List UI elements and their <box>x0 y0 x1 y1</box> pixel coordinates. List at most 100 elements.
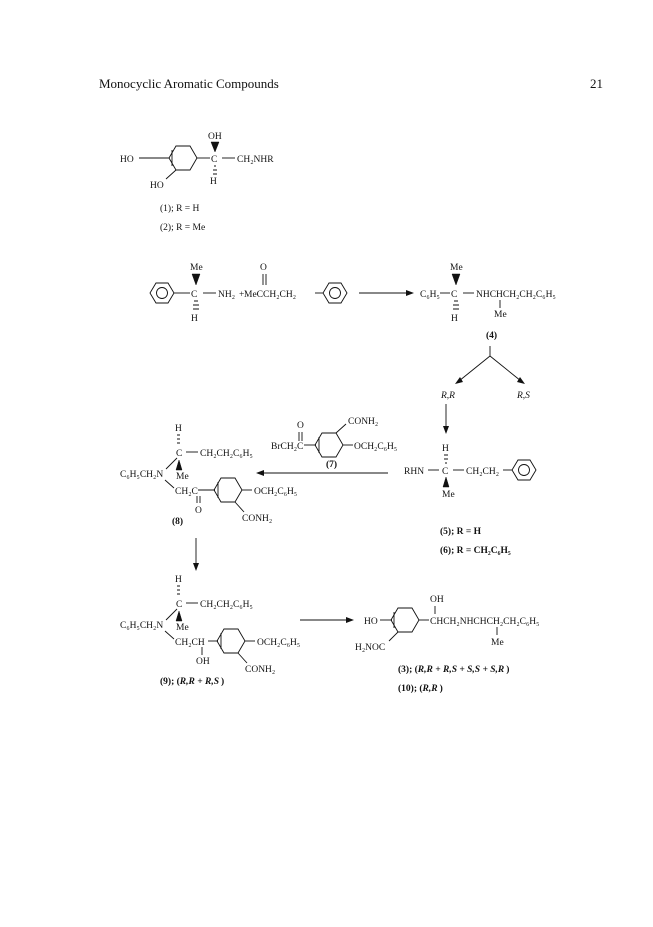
s9-bond-n-ch2 <box>164 630 175 640</box>
s3-h2noc: H₂NOC <box>355 643 385 653</box>
structure-1-2: HO HO C OH H CH₂NHR (1); R = H (2); R = … <box>120 132 274 233</box>
wedge-me <box>191 273 201 286</box>
compound-10-label: (10); (R,R) <box>398 683 443 694</box>
s5-aromatic-circle <box>518 464 530 476</box>
s5-phenyl <box>511 459 537 481</box>
page-header: Monocyclic Aromatic Compounds 21 <box>0 0 653 100</box>
s8-bond-c-n <box>165 457 178 470</box>
ch2nhr-label: CH₂NHR <box>237 155 274 165</box>
product-c: C <box>451 290 457 300</box>
compound-3-label: (3); (R,R + R,S + S,S + S,R) <box>398 664 509 675</box>
s8-hash <box>177 434 180 444</box>
bond-ho-ring-lower <box>165 169 177 180</box>
h-label: H <box>210 177 217 187</box>
compound-7-label: (7) <box>326 459 337 470</box>
product-hash <box>453 300 459 310</box>
s5-wedge-me <box>442 476 450 488</box>
product-wedge <box>451 273 461 286</box>
structure-5-6: H RHN C CH₂CH₂ Me (5); R = H (6); R = CH… <box>404 444 537 556</box>
aromatic-circle <box>156 287 168 299</box>
structure-8: H C CH₂CH₂C₆H₅ C₆H₅CH₂N Me CH₂C O OCH₂C₆… <box>120 424 297 527</box>
rs-label: R,S <box>516 391 530 401</box>
resolution: R,R R,S <box>440 346 530 434</box>
ho-bottom-label: HO <box>150 181 164 191</box>
s3-ring <box>390 607 420 633</box>
s9-h: H <box>175 575 182 585</box>
s9-wedge-me <box>175 610 183 622</box>
s9-conh2: CONH₂ <box>245 665 275 675</box>
s8-ch2c: CH₂C <box>175 487 198 497</box>
compound-1-label: (1); R = H <box>160 203 200 214</box>
carbon-label: C <box>211 155 217 165</box>
phenyl-ring-ketone <box>322 282 348 304</box>
oh-label: OH <box>208 132 222 142</box>
r7-och2c6h5: OCH₂C₆H₅ <box>354 442 397 452</box>
compound-9-label: (9); (R,R + R,S) <box>160 676 224 687</box>
product-chain: NHCHCH₂CH₂C₆H₅ <box>476 290 556 300</box>
s5-hash <box>444 454 448 464</box>
s8-bond-n-ch2 <box>164 479 175 489</box>
s8-bond-conh2 <box>234 501 245 513</box>
s8-h: H <box>175 424 182 434</box>
amine-h: H <box>191 314 198 324</box>
arrowhead-rr <box>455 377 463 384</box>
r7-o: O <box>297 421 304 431</box>
plus-sign: + <box>239 290 244 300</box>
s5-h: H <box>442 444 449 454</box>
s3-oh: OH <box>430 595 444 605</box>
reaction-1: C Me H NH₂ + O MeCCH₂CH₂ C₆H₅ C Me H NHC… <box>149 263 556 341</box>
structure-9: H C CH₂CH₂C₆H₅ C₆H₅CH₂N Me CH₂CH OH OCH₂… <box>120 575 300 687</box>
s9-hash <box>177 585 180 595</box>
compound-5-label: (5); R = H <box>440 526 482 537</box>
r7-bond-conh2 <box>335 423 347 434</box>
product-c6h5: C₆H₅ <box>420 290 440 300</box>
running-title: Monocyclic Aromatic Compounds <box>99 76 279 91</box>
s3-me: Me <box>491 638 504 648</box>
page-number: 21 <box>590 76 603 91</box>
s9-oh: OH <box>196 657 210 667</box>
s9-bond-conh2 <box>237 652 248 664</box>
s8-c: C <box>176 449 182 459</box>
s9-chain: CH₂CH₂C₆H₅ <box>200 600 253 610</box>
amine-carbon: C <box>191 290 197 300</box>
resolution-left <box>458 355 491 382</box>
amine-nh2: NH₂ <box>218 290 235 300</box>
s8-conh2: CONH₂ <box>242 514 272 524</box>
s8-och2c6h5: OCH₂C₆H₅ <box>254 487 297 497</box>
s3-ho: HO <box>364 617 378 627</box>
ketone-o: O <box>260 263 267 273</box>
s9-me: Me <box>176 623 189 633</box>
arrowhead-7 <box>256 470 264 476</box>
compound-8-label: (8) <box>172 516 183 527</box>
r7-conh2: CONH₂ <box>348 417 378 427</box>
reagent-7: O BrCH₂C CONH₂ OCH₂C₆H₅ (7) <box>256 417 397 476</box>
resolution-right <box>489 355 522 382</box>
ketone-formula: MeCCH₂CH₂ <box>244 290 296 300</box>
arrowhead-1 <box>406 290 414 296</box>
compound-2-label: (2); R = Me <box>160 222 205 233</box>
s8-n-group: C₆H₅CH₂N <box>120 470 163 480</box>
s9-c: C <box>176 600 182 610</box>
s5-me: Me <box>442 490 455 500</box>
s5-c: C <box>442 467 448 477</box>
amine-me: Me <box>190 263 203 273</box>
arrowhead-9-to-3 <box>346 617 354 623</box>
benzene-ring <box>168 145 198 171</box>
s8-o: O <box>195 506 202 516</box>
arrowhead-rs <box>517 377 525 384</box>
hash-bond-h <box>213 165 217 175</box>
arrowhead-down-rr <box>443 426 449 434</box>
compound-6-label: (6); R = CH₂C₆H₅ <box>440 545 511 556</box>
r7-brch2c: BrCH₂C <box>271 442 303 452</box>
s8-wedge-me <box>175 459 183 471</box>
s5-ch2ch2: CH₂CH₂ <box>466 467 499 477</box>
structure-3-10: HO H₂NOC CHCH₂NHCHCH₂CH₂C₆H₅ OH Me (3); … <box>355 595 539 694</box>
aromatic-circle-ketone <box>329 287 341 299</box>
phenyl-ring-amine <box>149 282 175 304</box>
s9-bond-c-n <box>165 608 178 621</box>
product-me2: Me <box>494 310 507 320</box>
wedge-bond-oh <box>210 141 220 153</box>
product-me: Me <box>450 263 463 273</box>
hash-h <box>193 300 199 310</box>
